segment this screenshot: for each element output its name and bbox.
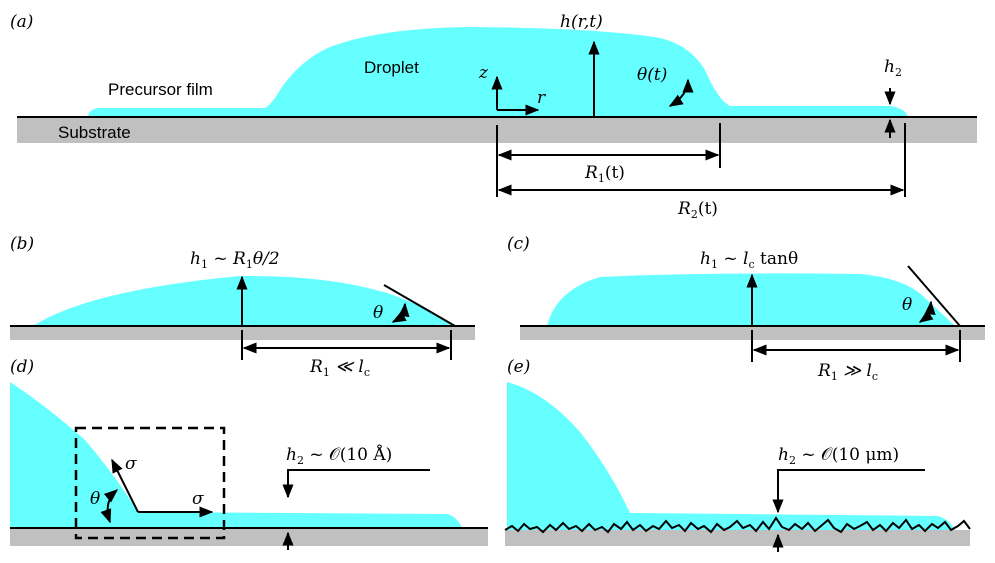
h2-leader-d — [282, 469, 430, 499]
substrate-e — [505, 530, 970, 546]
panel-b: (b) h1 ~ R1θ/2 θ R1 ≪ lc — [10, 234, 475, 379]
panel-c: (c) h1 ~ lc tanθ θ R1 ≫ lc — [507, 234, 985, 383]
droplet-label: Droplet — [364, 58, 419, 77]
rough-surface-e — [504, 516, 971, 534]
h1-label-b: h1 ~ R1θ/2 — [190, 249, 280, 271]
r1-label-b: R1 ≪ lc — [309, 357, 370, 379]
sigma-arrow-liquid — [111, 458, 139, 513]
sigma-label-1: σ — [125, 454, 137, 474]
panel-d: (d) σ σ θ h2 ~ 𝒪(10 Å) — [10, 357, 488, 550]
r1-label-c: R1 ≫ lc — [817, 361, 878, 383]
h1-label-c: h1 ~ lc tanθ — [700, 249, 798, 271]
angle-arc-b — [391, 302, 410, 323]
axis-r-label: r — [537, 88, 546, 108]
h2-label-a: h2 — [884, 57, 902, 79]
height-label: h(r,t) — [560, 12, 603, 32]
theta-label-d: θ — [90, 489, 100, 509]
substrate-d — [10, 528, 488, 546]
liquid-d — [10, 382, 462, 528]
r2-label-a: R2(t) — [677, 199, 718, 221]
panel-d-label: (d) — [10, 357, 34, 377]
h2-leader-e — [772, 469, 925, 514]
h2-label-e: h2 ~ 𝒪(10 μm) — [778, 445, 899, 467]
axis-z-label: z — [478, 63, 489, 83]
r1-label-a: R1(t) — [584, 163, 625, 185]
angle-arc-a — [668, 78, 694, 107]
panel-a-label: (a) — [10, 12, 33, 32]
precursor-film-label: Precursor film — [108, 80, 213, 99]
zoom-box-d — [74, 426, 226, 540]
liquid-e — [507, 382, 955, 530]
theta-label-b: θ — [373, 303, 383, 323]
sigma-label-2: σ — [192, 489, 204, 509]
panel-c-label: (c) — [507, 234, 530, 254]
h2-label-d: h2 ~ 𝒪(10 Å) — [286, 444, 392, 467]
angle-arc-c — [918, 300, 936, 323]
substrate-label: Substrate — [58, 123, 131, 142]
panel-e-label: (e) — [507, 357, 530, 377]
panel-b-label: (b) — [10, 234, 34, 254]
angle-arc-d — [100, 489, 119, 524]
tangent-line-b — [383, 284, 456, 327]
liquid-a — [88, 27, 908, 117]
panel-a: (a) Precursor film Droplet Substrate z r… — [10, 12, 977, 221]
theta-label-c: θ — [902, 295, 912, 315]
angle-label-a: θ(t) — [637, 65, 667, 85]
tangent-line-c — [907, 265, 961, 327]
panel-e: (e) h2 ~ 𝒪(10 μm) — [504, 357, 971, 552]
